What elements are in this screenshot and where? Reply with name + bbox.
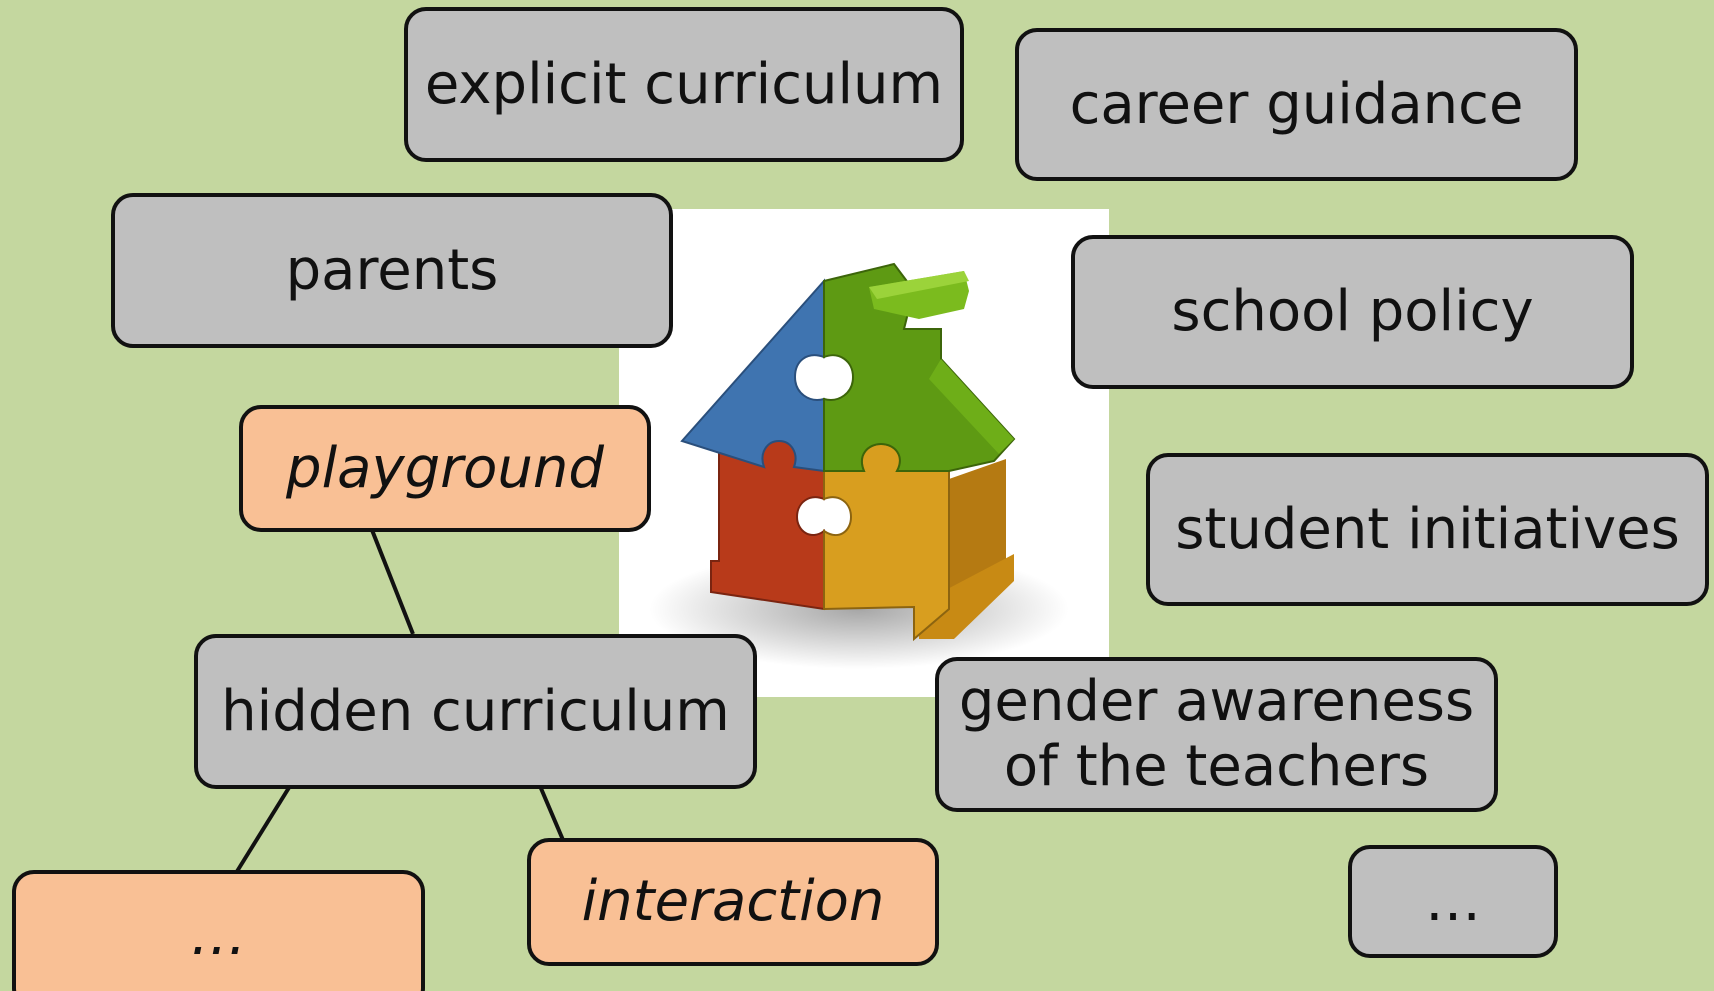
house-chimney-top	[869, 271, 969, 299]
node-label: playground	[286, 435, 604, 501]
node-label: school policy	[1171, 279, 1534, 345]
node-label: interaction	[581, 869, 885, 935]
node-label: student initiatives	[1175, 496, 1680, 562]
node-student-initiatives[interactable]: student initiatives	[1146, 453, 1709, 606]
node-label: …	[190, 903, 247, 968]
node-school-policy[interactable]: school policy	[1071, 235, 1634, 389]
node-label: parents	[285, 237, 499, 303]
node-label-line2: of the teachers	[1003, 733, 1430, 799]
connector-hidden-interaction	[538, 785, 565, 841]
puzzle-piece-green	[823, 262, 1016, 472]
node-label: …	[1425, 868, 1481, 934]
node-ellipsis-left[interactable]: …	[12, 870, 425, 991]
node-interaction[interactable]: interaction	[527, 838, 939, 966]
node-explicit-curriculum[interactable]: explicit curriculum	[404, 7, 964, 162]
node-hidden-curriculum[interactable]: hidden curriculum	[194, 634, 757, 789]
puzzle-house-image	[619, 209, 1109, 697]
node-gender-awareness[interactable]: gender awareness of the teachers	[935, 657, 1498, 812]
node-ellipsis-right[interactable]: …	[1348, 845, 1558, 958]
node-label: career guidance	[1069, 71, 1524, 137]
node-label: explicit curriculum	[424, 51, 944, 117]
node-career-guidance[interactable]: career guidance	[1015, 28, 1578, 181]
node-label-line1: gender awareness	[958, 669, 1475, 735]
connector-hidden-ellipsis	[234, 784, 292, 875]
puzzle-piece-blue	[680, 278, 825, 473]
node-parents[interactable]: parents	[111, 193, 673, 348]
roof-highlight	[929, 359, 1014, 454]
node-label: hidden curriculum	[221, 678, 730, 744]
puzzle-house-icon	[649, 262, 1069, 669]
node-playground[interactable]: playground	[239, 405, 651, 532]
connector-playground-hidden	[370, 529, 415, 635]
house-base-step	[919, 554, 1014, 639]
